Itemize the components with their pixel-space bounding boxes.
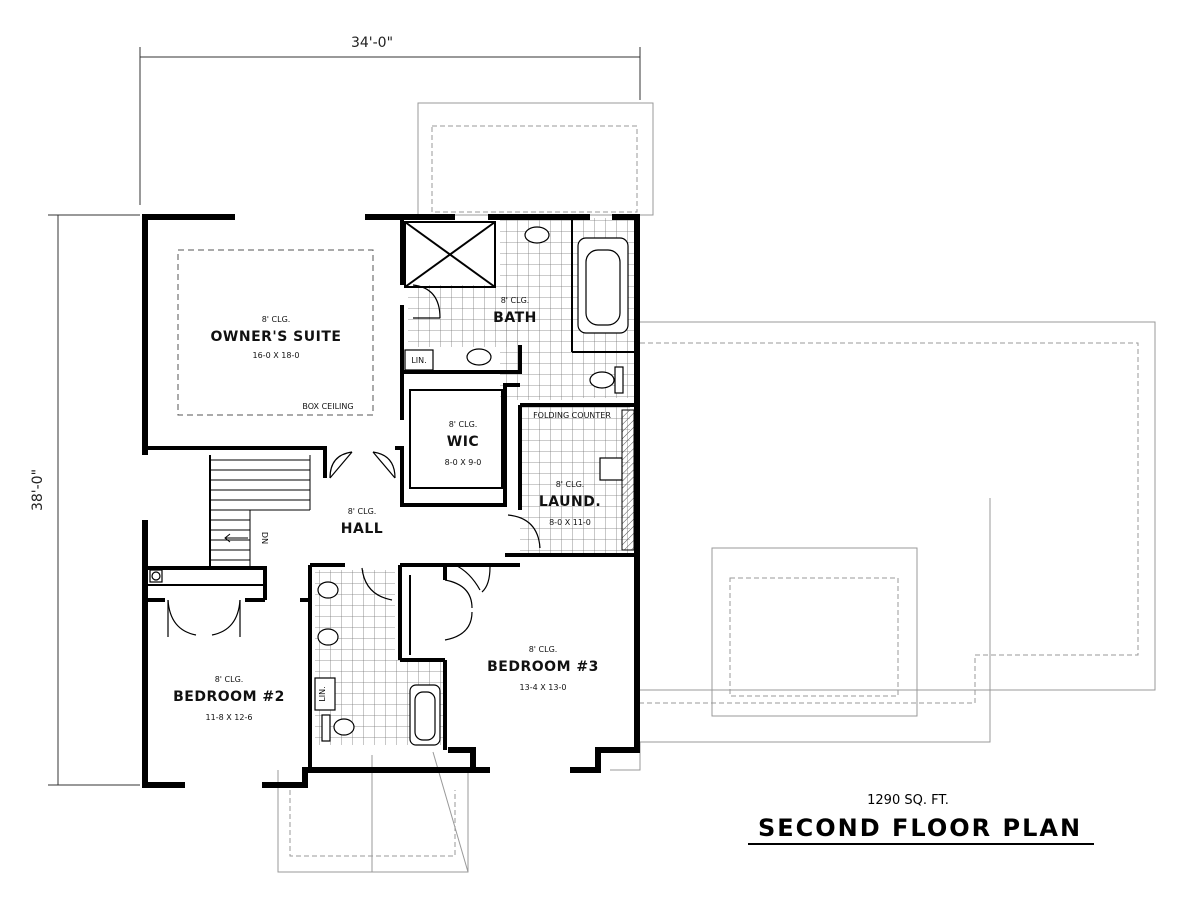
thin-walls — [148, 220, 635, 655]
bedroom3-name: BEDROOM #3 — [487, 659, 599, 675]
folding-counter — [621, 409, 635, 551]
hall-name: HALL — [341, 521, 383, 537]
fixtures — [149, 226, 629, 746]
bedroom2-name: BEDROOM #2 — [173, 689, 285, 705]
laundry-name: LAUND. — [539, 494, 601, 510]
owners-suite-ceiling: 8' CLG. — [262, 315, 291, 324]
owners-suite-name: OWNER'S SUITE — [211, 329, 342, 345]
doors — [167, 284, 541, 641]
wic-ceiling: 8' CLG. — [449, 420, 478, 429]
hall-label: 8' CLG. HALL DN — [260, 507, 383, 544]
hall-ceiling: 8' CLG. — [348, 507, 377, 516]
bath-label: 8' CLG. BATH LIN. — [411, 296, 537, 365]
owners-suite-label: 8' CLG. OWNER'S SUITE 16-0 X 18-0 BOX CE… — [211, 315, 354, 411]
roof-dashed-lines — [289, 125, 1139, 857]
overall-depth-dimension — [48, 214, 140, 786]
bedroom3-label: 8' CLG. BEDROOM #3 13-4 X 13-0 — [487, 645, 599, 692]
exterior-walls — [142, 214, 640, 788]
hall-bath-linen: LIN. — [318, 686, 327, 701]
wic-label: 8' CLG. WIC 8-0 X 9-0 — [445, 420, 482, 467]
bedroom2-size: 11-8 X 12-6 — [206, 713, 253, 722]
bedroom3-ceiling: 8' CLG. — [529, 645, 558, 654]
bath-linen: LIN. — [411, 356, 426, 365]
square-footage: 1290 SQ. FT. — [867, 793, 949, 808]
stair-down-label: DN — [260, 532, 269, 544]
owners-suite-size: 16-0 X 18-0 — [253, 351, 300, 360]
overall-width-label: 34'-0" — [351, 35, 393, 51]
bath-name: BATH — [493, 310, 537, 326]
laundry-size: 8-0 X 11-0 — [549, 518, 591, 527]
wic-name: WIC — [447, 434, 479, 450]
bedroom2-ceiling: 8' CLG. — [215, 675, 244, 684]
folding-counter-note: FOLDING COUNTER — [533, 411, 611, 420]
box-ceiling-note: BOX CEILING — [302, 402, 353, 411]
plan-title: SECOND FLOOR PLAN — [758, 814, 1082, 842]
overall-depth-label: 38'-0" — [30, 469, 46, 511]
overall-width-dimension — [139, 47, 641, 205]
interior-walls — [145, 217, 635, 770]
laundry-label: FOLDING COUNTER 8' CLG. LAUND. 8-0 X 11-… — [533, 411, 611, 527]
laundry-ceiling: 8' CLG. — [556, 480, 585, 489]
bath-ceiling: 8' CLG. — [501, 296, 530, 305]
wic-size: 8-0 X 9-0 — [445, 458, 482, 467]
bedroom3-size: 13-4 X 13-0 — [520, 683, 567, 692]
staircase — [210, 455, 311, 568]
bedroom2-label: 8' CLG. BEDROOM #2 11-8 X 12-6 — [173, 675, 285, 722]
